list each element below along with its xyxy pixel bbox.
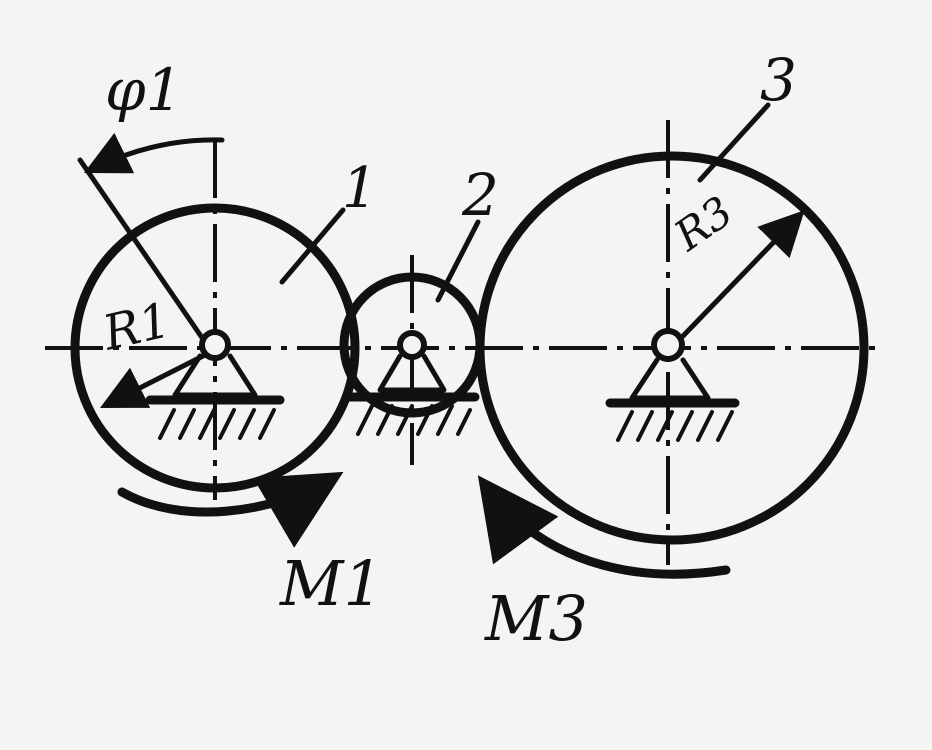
wheel-1-pivot [199,329,231,361]
label-m3: M3 [484,582,588,655]
wheel-2-support [377,353,447,393]
wheel-1-circle [70,203,360,493]
wheel-1-hatching [158,408,276,440]
diagram-labels: φ1 1 2 3 R1 R3 M1 M3 [97,46,797,655]
angle-reference-line [77,157,208,345]
label-r1: R1 [97,292,176,362]
label-wheel-3: 3 [760,46,797,114]
wheel-3-circle [475,151,869,545]
wheel-2-group [339,219,485,465]
angle-phi-1-arrow [83,132,225,174]
wheel-3-hatching [616,410,734,442]
wheel-1-leader-line [279,207,346,285]
label-wheel-2: 2 [461,161,499,229]
moment-m3-arrow [477,475,731,579]
label-r3: R3 [665,187,742,261]
wheel-1-group [70,132,360,548]
wheel-2-leader-line [435,219,481,303]
radius-r1-arrow [99,352,208,409]
label-phi-1: φ1 [105,56,183,124]
wheel-3-group [475,102,869,579]
label-m1: M1 [279,547,383,620]
wheel-3-pivot [651,328,685,362]
wheel-3-support [629,357,711,401]
wheel-1-support [172,353,258,398]
wheel-3-leader-line [697,102,771,183]
moment-m1-arrow [117,471,344,548]
label-wheel-1: 1 [342,156,378,221]
radius-r3-arrow [680,210,805,339]
wheel-2-pivot [397,330,427,360]
wheel-2-hatching [356,404,472,436]
